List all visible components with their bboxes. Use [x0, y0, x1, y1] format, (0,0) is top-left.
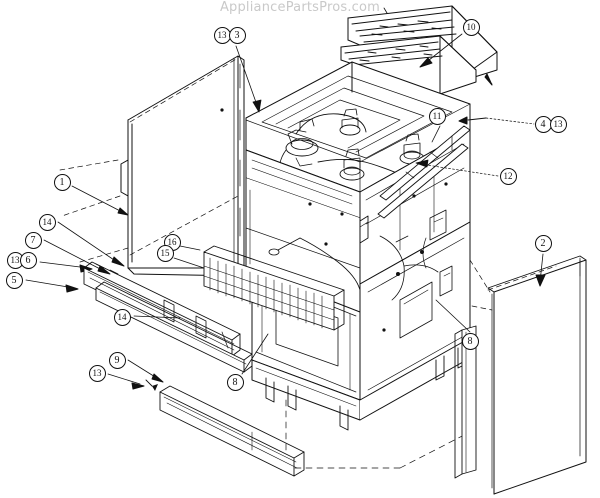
callout-5: 5: [5, 271, 23, 289]
callout-15: 15: [156, 244, 174, 262]
callout-8-right: 8: [461, 332, 479, 350]
callout-1: 1: [53, 173, 71, 191]
fasteners-and-leaders: [95, 45, 499, 375]
callout-3: 3: [228, 26, 246, 44]
callout-7: 7: [24, 231, 42, 249]
callout-10: 10: [462, 18, 480, 36]
callout-13-right: 13: [549, 115, 567, 133]
left-side-panel: [59, 55, 245, 277]
callout-9: 9: [108, 351, 126, 369]
broiler-rack-grid: [39, 245, 345, 331]
callout-8-lower: 8: [226, 373, 244, 391]
callout-14-upper: 14: [38, 213, 56, 231]
callout-4: 4: [534, 115, 552, 133]
callout-13-bottom: 13: [88, 364, 106, 382]
top-rail-assembly: [340, 5, 498, 99]
toe-kick-panel: [107, 359, 305, 477]
callout-11: 11: [428, 107, 446, 125]
callout-12: 12: [499, 167, 517, 185]
callout-2: 2: [534, 234, 552, 252]
callout-6: 6: [19, 251, 37, 269]
right-side-panel: [454, 253, 587, 495]
callout-13-top: 13: [213, 26, 231, 44]
front-trim-panel: [25, 221, 253, 373]
callout-14-lower: 14: [113, 308, 131, 326]
cabinet-body: [245, 61, 535, 469]
